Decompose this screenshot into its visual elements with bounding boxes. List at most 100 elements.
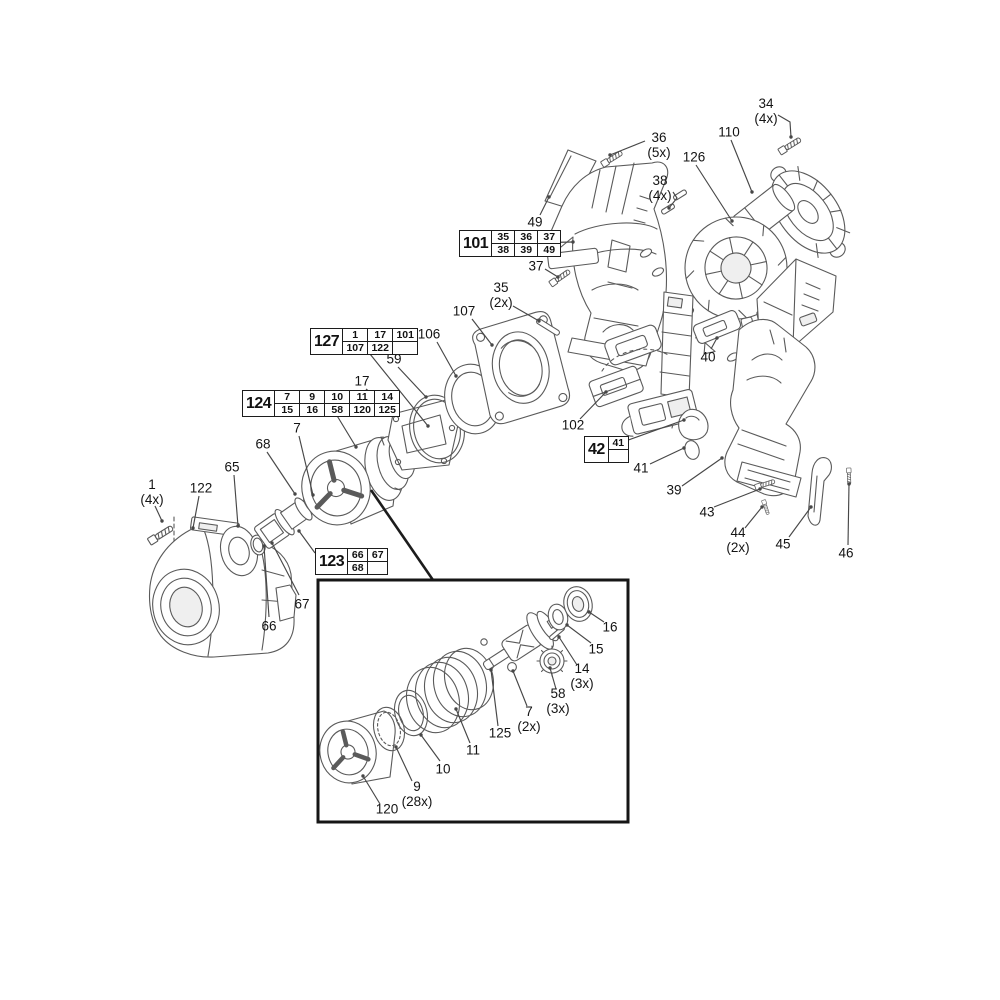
callout-text: 66 xyxy=(261,618,277,634)
ref-cell: 15 xyxy=(274,403,300,416)
part-callout-38: 38(4x) xyxy=(648,173,671,203)
leader-line xyxy=(233,474,239,527)
callout-text: 102 xyxy=(561,417,585,433)
leader-line xyxy=(298,530,316,554)
part-callout-9: 9(28x) xyxy=(402,779,433,809)
leader-line xyxy=(544,268,559,278)
part-controller-assembly xyxy=(604,291,699,437)
callout-text: 46 xyxy=(838,545,854,561)
ref-cell: 107 xyxy=(342,341,368,354)
leader-dot xyxy=(548,666,552,670)
leader-line xyxy=(681,457,723,487)
part-callout-35: 35(2x) xyxy=(489,280,512,310)
part-ball-small xyxy=(480,638,488,646)
leader-line xyxy=(298,435,314,496)
callout-text: 43 xyxy=(699,504,715,520)
leader-line xyxy=(263,545,270,618)
ref-cell: 14 xyxy=(374,391,399,403)
ref-cell: 7 xyxy=(274,391,299,403)
callout-text: 39 xyxy=(666,482,682,498)
part-callout-44: 44(2x) xyxy=(726,525,749,555)
part-callout-46: 46 xyxy=(838,545,853,560)
callout-text: 120 xyxy=(375,801,399,817)
callout-text: (2x) xyxy=(517,719,541,734)
part-housing-right-39 xyxy=(724,318,816,498)
leader-dot xyxy=(750,190,754,194)
part-callout-39: 39 xyxy=(666,482,681,497)
leader-line xyxy=(512,305,540,322)
leader-line xyxy=(777,114,792,138)
part-callout-122: 122 xyxy=(190,480,213,495)
leader-dot xyxy=(682,418,686,422)
ref-cell: 38 xyxy=(491,243,515,256)
callout-text: 14 xyxy=(574,660,590,676)
part-callout-120: 120 xyxy=(376,801,399,816)
callout-text: 68 xyxy=(255,436,271,452)
callout-text: 9 xyxy=(413,778,421,794)
callout-text: 36 xyxy=(651,129,667,145)
ref-box-number: 124 xyxy=(246,394,272,412)
callout-text: 34 xyxy=(758,95,774,111)
part-anvil-68 xyxy=(254,490,327,549)
leader-line xyxy=(436,341,457,377)
leader-dot xyxy=(547,195,551,199)
leader-line xyxy=(710,337,718,350)
callout-text: (28x) xyxy=(401,794,433,809)
part-callout-110: 110 xyxy=(718,124,740,139)
leader-dot xyxy=(587,610,591,614)
part-callout-34: 34(4x) xyxy=(754,96,777,126)
callout-text: 67 xyxy=(294,596,310,612)
leader-dot xyxy=(236,524,240,528)
part-callout-66: 66 xyxy=(261,618,276,633)
leader-line xyxy=(713,488,761,508)
part-callout-14: 14(3x) xyxy=(570,661,593,691)
callout-text: 126 xyxy=(682,149,706,165)
part-callout-41: 41 xyxy=(633,460,648,475)
ref-cell: 1 xyxy=(342,329,367,341)
part-callout-15: 15 xyxy=(588,641,603,656)
callout-text: 49 xyxy=(527,214,543,230)
ref-box-number: 101 xyxy=(463,234,489,252)
leader-line xyxy=(788,506,812,538)
callout-text: 37 xyxy=(528,258,544,274)
part-switch-102 xyxy=(588,348,671,408)
callout-text: (4x) xyxy=(140,492,164,507)
callout-text: 1 xyxy=(148,476,156,492)
leader-line xyxy=(649,447,685,465)
leader-line xyxy=(588,611,605,623)
part-callout-10: 10 xyxy=(435,761,450,776)
leader-line xyxy=(362,775,381,805)
ref-box-row: 41 xyxy=(607,437,628,449)
ref-cell: 35 xyxy=(491,231,514,243)
leader-line xyxy=(744,506,763,529)
callout-text: 38 xyxy=(652,172,668,188)
leader-line xyxy=(512,670,528,707)
leader-dot xyxy=(682,446,686,450)
callout-text: 7 xyxy=(525,703,533,719)
leader-line xyxy=(549,667,557,690)
ref-box-number: 42 xyxy=(588,440,605,458)
leader-line xyxy=(619,419,685,444)
leader-dot xyxy=(789,135,793,139)
ref-cell: 37 xyxy=(537,231,560,243)
leader-dot xyxy=(270,541,274,545)
ref-cell: 16 xyxy=(299,403,325,416)
leader-line xyxy=(420,734,441,762)
callout-text: (4x) xyxy=(754,111,778,126)
part-callout-40: 40 xyxy=(700,349,715,364)
leader-dot xyxy=(419,733,423,737)
part-gear-58 xyxy=(536,645,568,677)
leader-line xyxy=(579,391,607,420)
ref-cell: 58 xyxy=(324,403,350,416)
part-callout-68: 68 xyxy=(255,436,270,451)
callout-text: 59 xyxy=(386,351,402,367)
leader-dot xyxy=(354,445,358,449)
leader-line xyxy=(395,746,413,782)
callout-text: 35 xyxy=(493,279,509,295)
part-callout-67: 67 xyxy=(294,596,309,611)
ref-cell: 49 xyxy=(537,243,561,256)
